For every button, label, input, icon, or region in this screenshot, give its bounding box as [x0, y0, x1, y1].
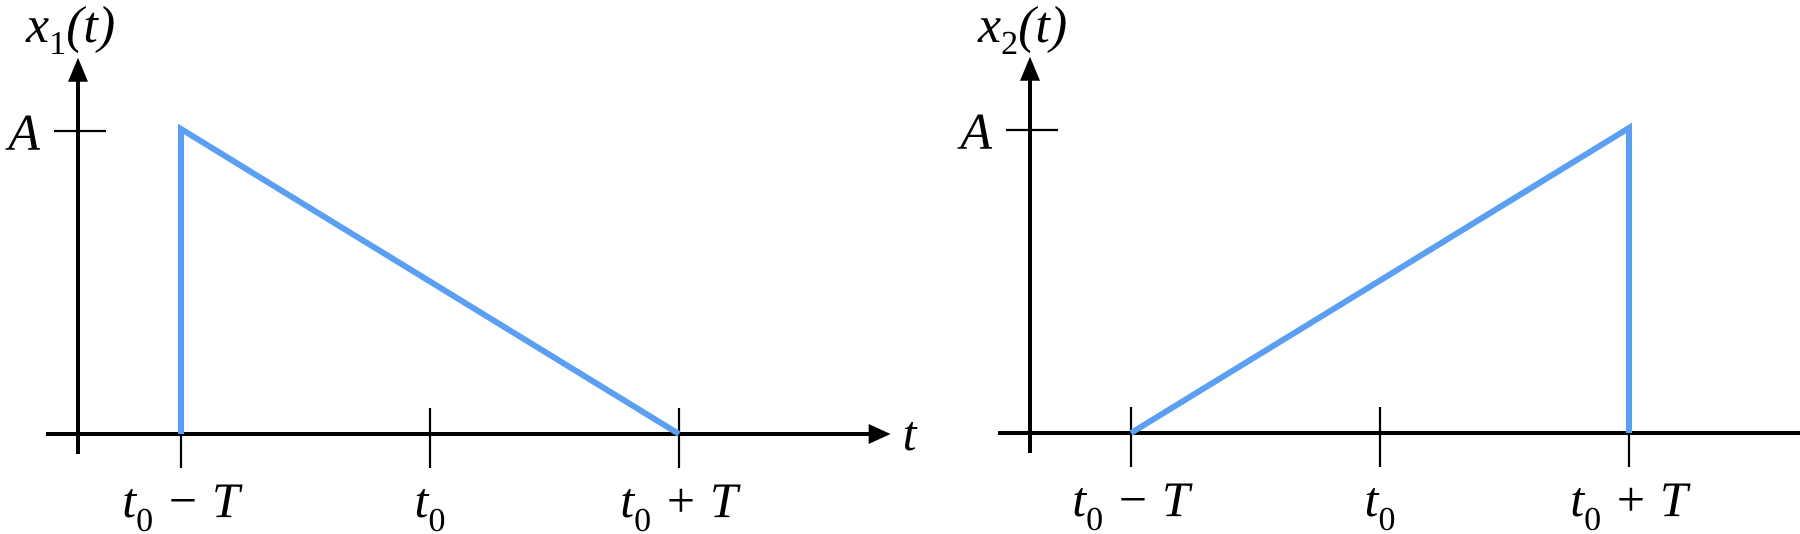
y-tick-label: A	[957, 104, 992, 161]
x-tick-label: t0 + T	[1570, 471, 1691, 534]
x-axis-arrowhead	[868, 424, 891, 444]
x-tick-label: t0 + T	[620, 472, 741, 534]
x-axis-label: t	[903, 405, 918, 461]
x-tick-label: t0 − T	[1072, 471, 1193, 534]
x-tick-label: t0 − T	[122, 472, 243, 534]
y-axis-label: x1(t)	[25, 0, 115, 62]
y-tick-label: A	[5, 105, 40, 162]
x-tick-label: t0	[1365, 471, 1396, 534]
chart-panel-1: At0 − T t0 t0 + T t x1(t)	[5, 0, 917, 534]
y-axis-arrowhead	[68, 57, 88, 82]
y-axis-arrowhead	[1020, 56, 1040, 81]
series-line-1	[178, 123, 681, 437]
x-tick-label: t0	[415, 472, 446, 534]
y-axis-label: x2(t)	[977, 0, 1067, 62]
series-line-1	[1129, 122, 1632, 436]
